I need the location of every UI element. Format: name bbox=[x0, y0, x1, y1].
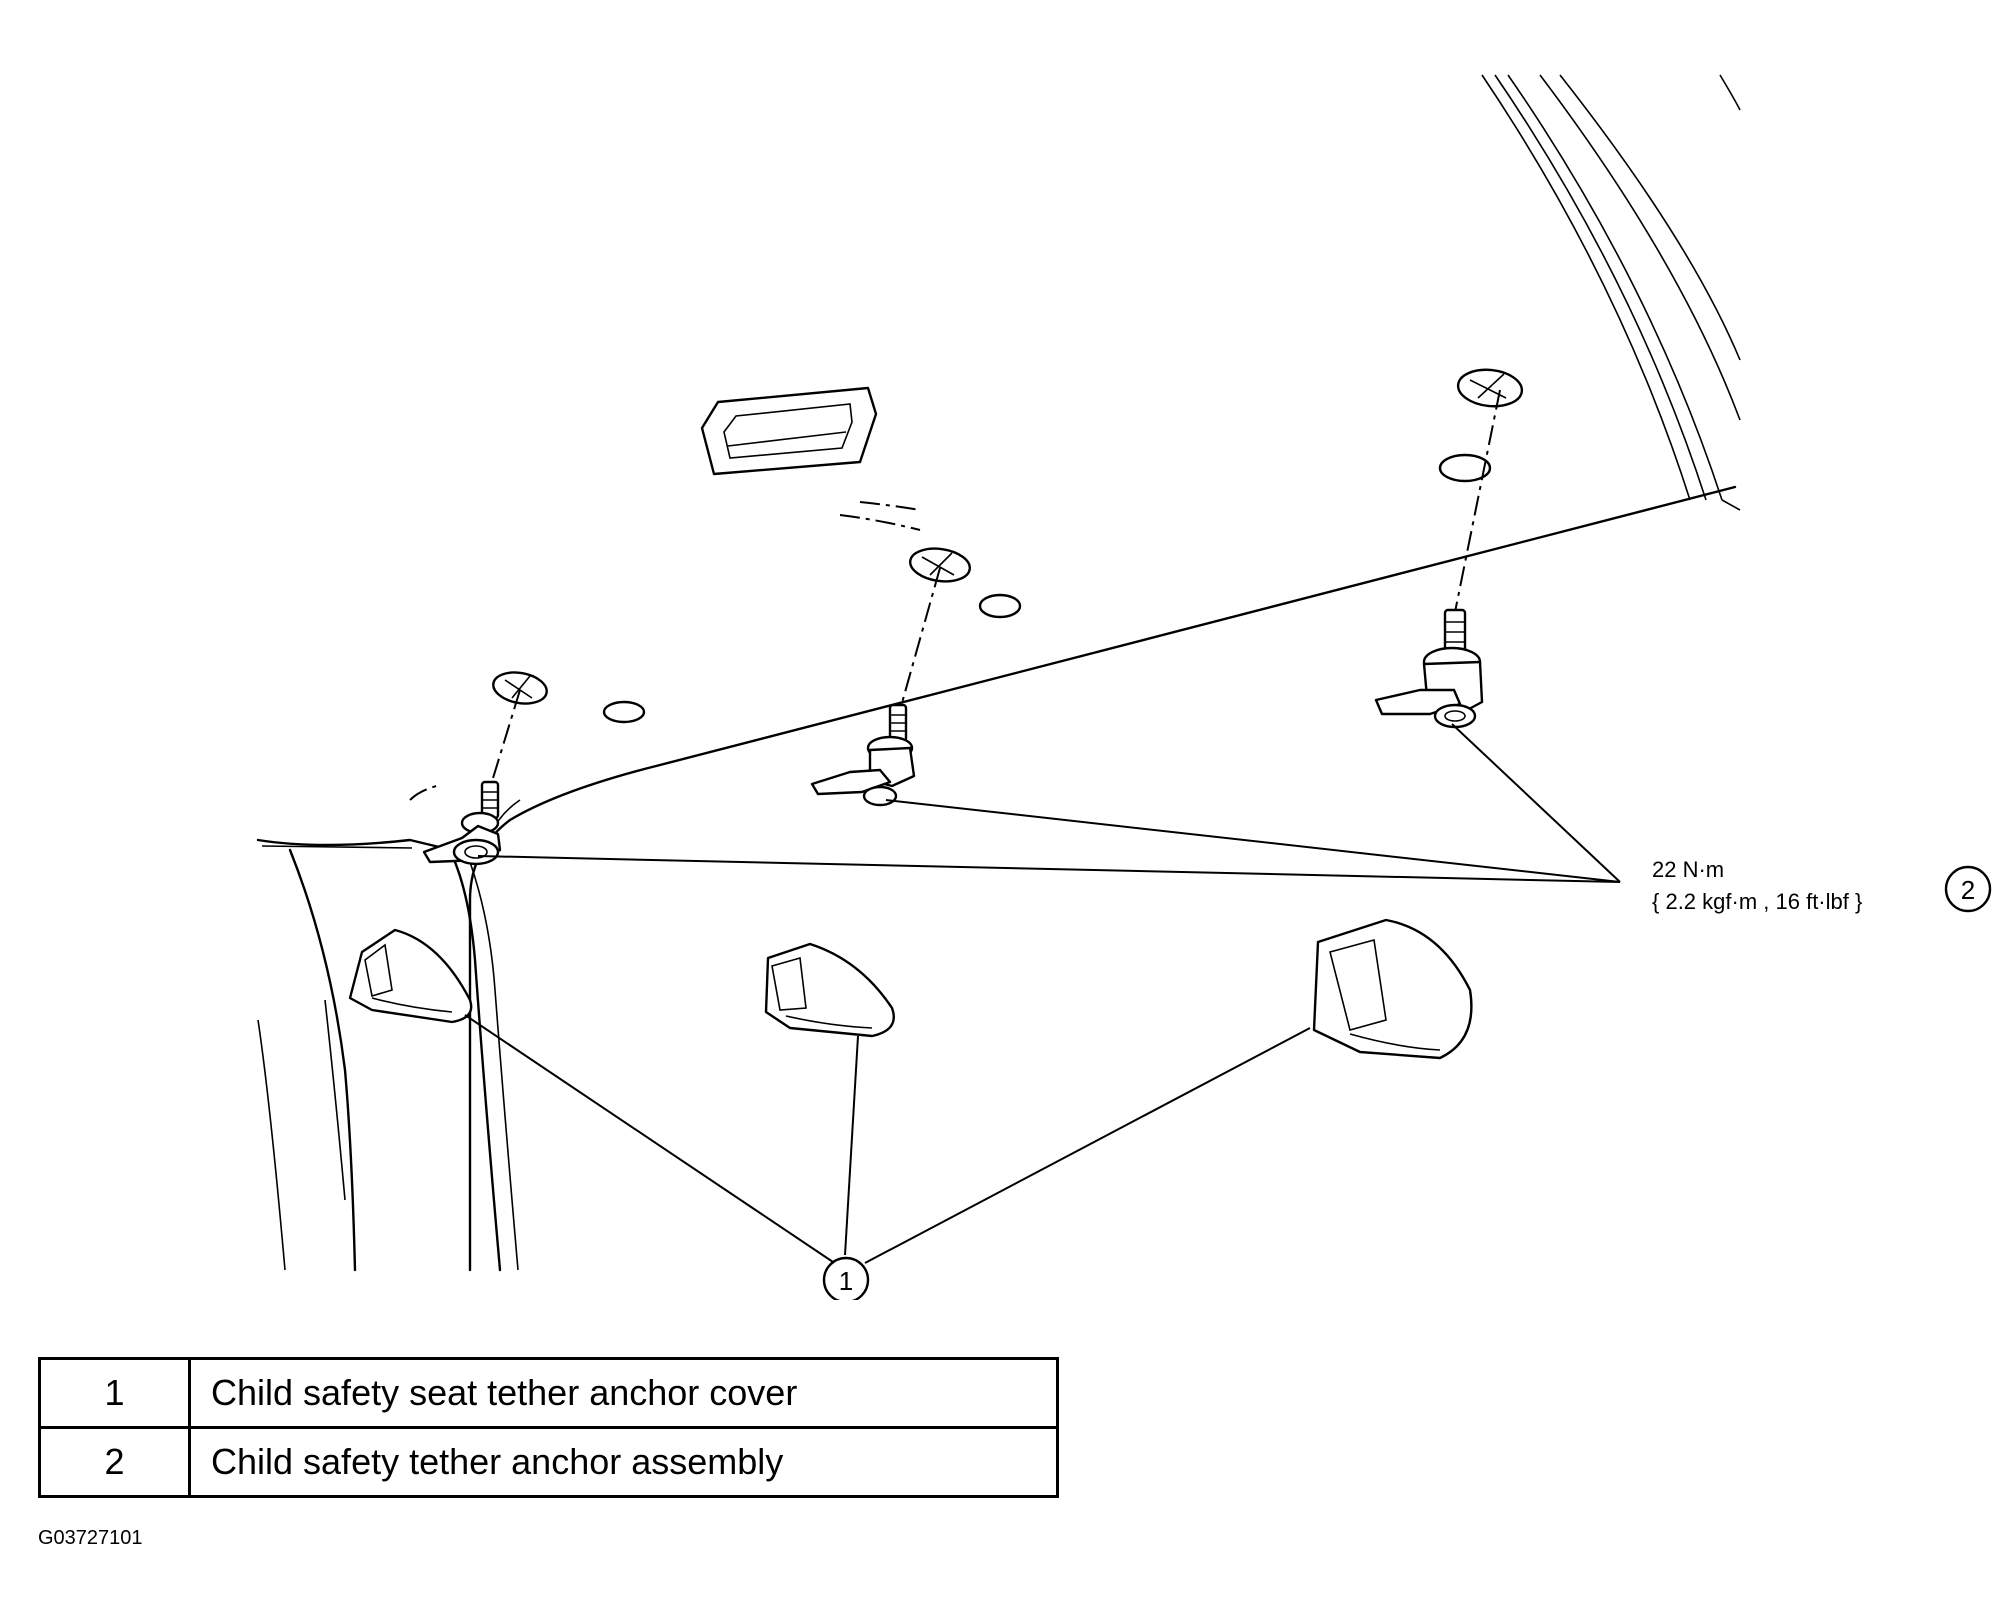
tether-anchor-assembly-center bbox=[810, 703, 916, 807]
parts-legend-table: 1 Child safety seat tether anchor cover … bbox=[38, 1357, 1059, 1498]
torque-spec-line1: 22 N·m bbox=[1652, 857, 1724, 882]
hidden-line-marks bbox=[409, 501, 921, 801]
anchor-cover-right bbox=[1312, 918, 1473, 1060]
callout-2: 2 bbox=[1944, 865, 1992, 913]
callout-2-number: 2 bbox=[1961, 875, 1975, 905]
hole-left bbox=[602, 700, 646, 724]
hole-center bbox=[978, 593, 1022, 619]
figure-id: G03727101 bbox=[38, 1527, 143, 1549]
anchor-cover-center bbox=[764, 942, 895, 1038]
hole-right bbox=[1438, 453, 1492, 483]
legend-number: 2 bbox=[38, 1426, 191, 1498]
leader-lines-callout-1 bbox=[464, 1014, 1311, 1264]
legend-row: 1 Child safety seat tether anchor cover bbox=[38, 1357, 1059, 1429]
high-mount-stop-lamp bbox=[700, 386, 878, 476]
torque-spec-line2: { 2.2 kgf·m , 16 ft·lbf } bbox=[1652, 889, 1862, 914]
torque-spec: 22 N·m { 2.2 kgf·m , 16 ft·lbf } bbox=[1652, 857, 1862, 914]
side-pillar-trim bbox=[256, 838, 519, 1272]
exploded-diagram: 1 22 N·m { 2.2 kgf·m , 16 ft·lbf } 2 bbox=[256, 74, 1992, 1300]
trim-plugs bbox=[492, 368, 1524, 724]
legend-number: 1 bbox=[38, 1357, 191, 1429]
anchor-cover-left bbox=[348, 928, 473, 1024]
tether-anchor-assembly-left bbox=[422, 780, 502, 866]
leader-lines-callout-2 bbox=[477, 723, 1621, 883]
installation-axes bbox=[489, 389, 1501, 789]
rear-window-lines bbox=[1481, 74, 1741, 511]
legend-description: Child safety tether anchor assembly bbox=[188, 1426, 1059, 1498]
parcel-shelf-outline bbox=[468, 485, 1737, 1272]
callout-1-number: 1 bbox=[839, 1266, 853, 1296]
legend-description: Child safety seat tether anchor cover bbox=[188, 1357, 1059, 1429]
callout-1: 1 bbox=[822, 1256, 870, 1300]
tether-anchor-assembly-right bbox=[1374, 608, 1484, 729]
legend-row: 2 Child safety tether anchor assembly bbox=[38, 1426, 1059, 1498]
